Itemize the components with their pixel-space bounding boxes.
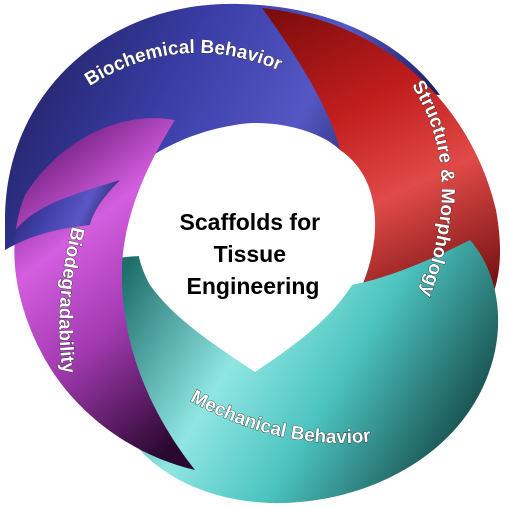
- center-title: Scaffolds for Tissue Engineering: [180, 209, 327, 299]
- band-biochemical-overlap: [5, 180, 120, 250]
- center-line-2: Tissue: [214, 241, 286, 267]
- center-area: [135, 125, 367, 372]
- center-line-1: Scaffolds for: [180, 209, 321, 235]
- center-line-3: Engineering: [187, 273, 320, 299]
